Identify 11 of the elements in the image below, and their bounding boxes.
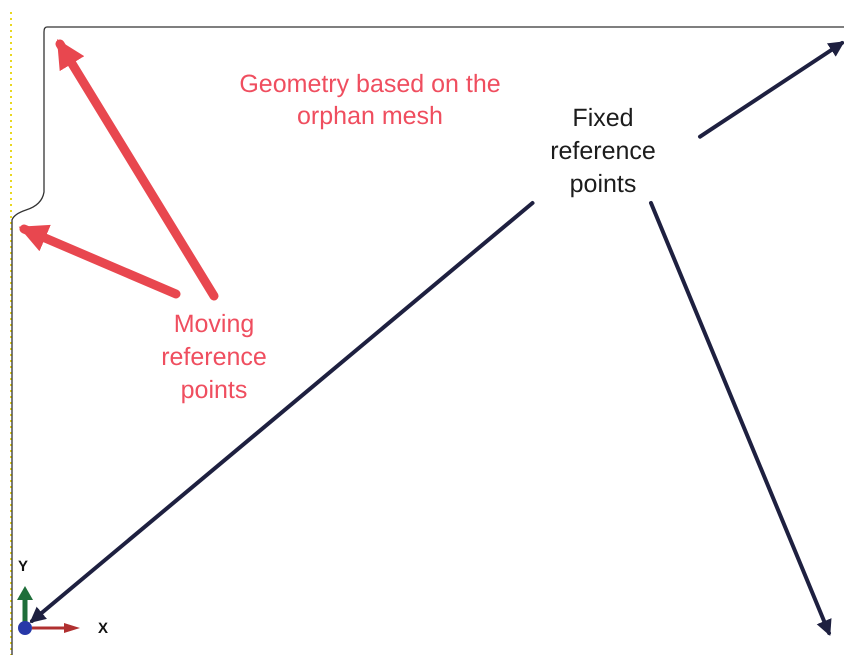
axis-label: X	[98, 619, 108, 639]
callout-text: Fixed reference points	[528, 102, 678, 201]
leader-arrow	[18, 224, 180, 298]
origin-point	[18, 621, 32, 635]
leader-arrow	[56, 39, 218, 300]
leader-arrow	[649, 201, 832, 636]
callout-text: Geometry based on the orphan mesh	[238, 69, 502, 132]
leader-arrow	[30, 201, 534, 624]
leader-arrow	[698, 41, 844, 139]
axis-label: Y	[18, 557, 28, 577]
callout-text: Moving reference points	[138, 308, 290, 407]
